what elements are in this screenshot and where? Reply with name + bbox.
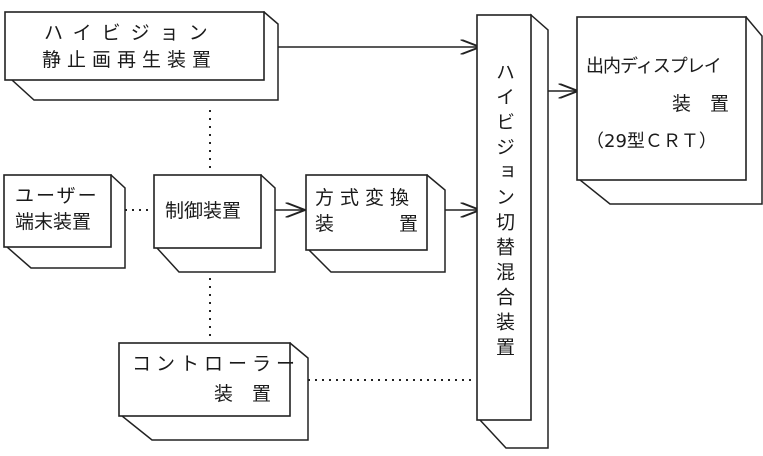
block-label-line3: （29型ＣＲＴ） bbox=[586, 131, 717, 152]
block-label-line1: 出内ディスプレイ bbox=[586, 56, 722, 77]
block-outline bbox=[576, 15, 763, 205]
block-label-line2: 端末装置 bbox=[15, 211, 92, 233]
block-outline bbox=[476, 13, 549, 449]
block-controller: コントローラー 装 置 bbox=[118, 340, 309, 441]
block-hivision-still-player: ハイビジョン 静止画再生装置 bbox=[4, 8, 279, 101]
block-outline bbox=[305, 174, 446, 273]
block-control-unit: 制御装置 bbox=[153, 172, 276, 273]
block-label-line2: 静止画再生装置 bbox=[42, 49, 218, 71]
block-label-line1: コントローラー bbox=[132, 353, 301, 375]
block-outline bbox=[118, 342, 309, 441]
block-label-line2: 装 置 bbox=[214, 383, 272, 405]
block-outline bbox=[153, 174, 276, 273]
block-label-line1: ユーザー bbox=[15, 185, 99, 207]
block-format-converter: 方式変換 装 置 bbox=[305, 172, 446, 273]
block-label-vertical: ハイビジョン切替混合装置 bbox=[493, 62, 515, 362]
block-label-line1: ハイビジョン bbox=[44, 22, 218, 44]
block-label-line2: 装 置 bbox=[672, 93, 730, 115]
block-label-line1: 方式変換 bbox=[315, 187, 416, 209]
block-outline bbox=[3, 174, 126, 269]
block-label: 制御装置 bbox=[165, 200, 242, 222]
block-display: 出内ディスプレイ 装 置 （29型ＣＲＴ） bbox=[576, 14, 763, 205]
block-user-terminal: ユーザー 端末装置 bbox=[3, 172, 126, 269]
block-outline bbox=[4, 11, 279, 101]
block-label-line2-left: 装 bbox=[315, 213, 335, 235]
block-label-line2-right: 置 bbox=[399, 213, 419, 235]
block-hivision-switch-mixer: ハイビジョン切替混合装置 bbox=[476, 12, 549, 449]
